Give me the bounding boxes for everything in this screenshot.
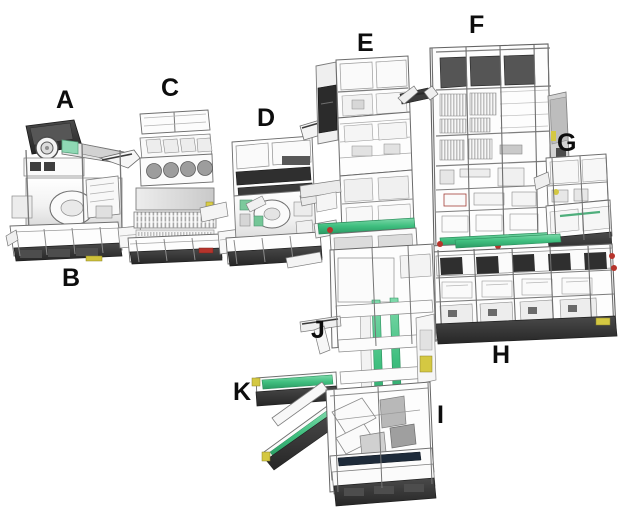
station-g-module — [533, 153, 613, 257]
station-label-d: D — [257, 104, 276, 132]
station-label-c: C — [161, 74, 180, 102]
station-label-b: B — [62, 264, 81, 292]
station-h-module — [431, 233, 618, 345]
station-k-module — [251, 371, 343, 471]
misc-connectors — [199, 85, 439, 269]
station-label-e: E — [357, 29, 374, 57]
station-b-base — [5, 221, 143, 262]
station-i-module — [325, 381, 437, 507]
station-label-j: J — [311, 316, 325, 344]
station-label-i: I — [437, 401, 444, 429]
station-label-a: A — [56, 86, 75, 114]
station-label-h: H — [492, 341, 511, 369]
station-label-g: G — [557, 129, 577, 157]
station-a-module — [11, 119, 141, 233]
station-label-f: F — [469, 11, 485, 39]
station-label-k: K — [233, 378, 252, 406]
